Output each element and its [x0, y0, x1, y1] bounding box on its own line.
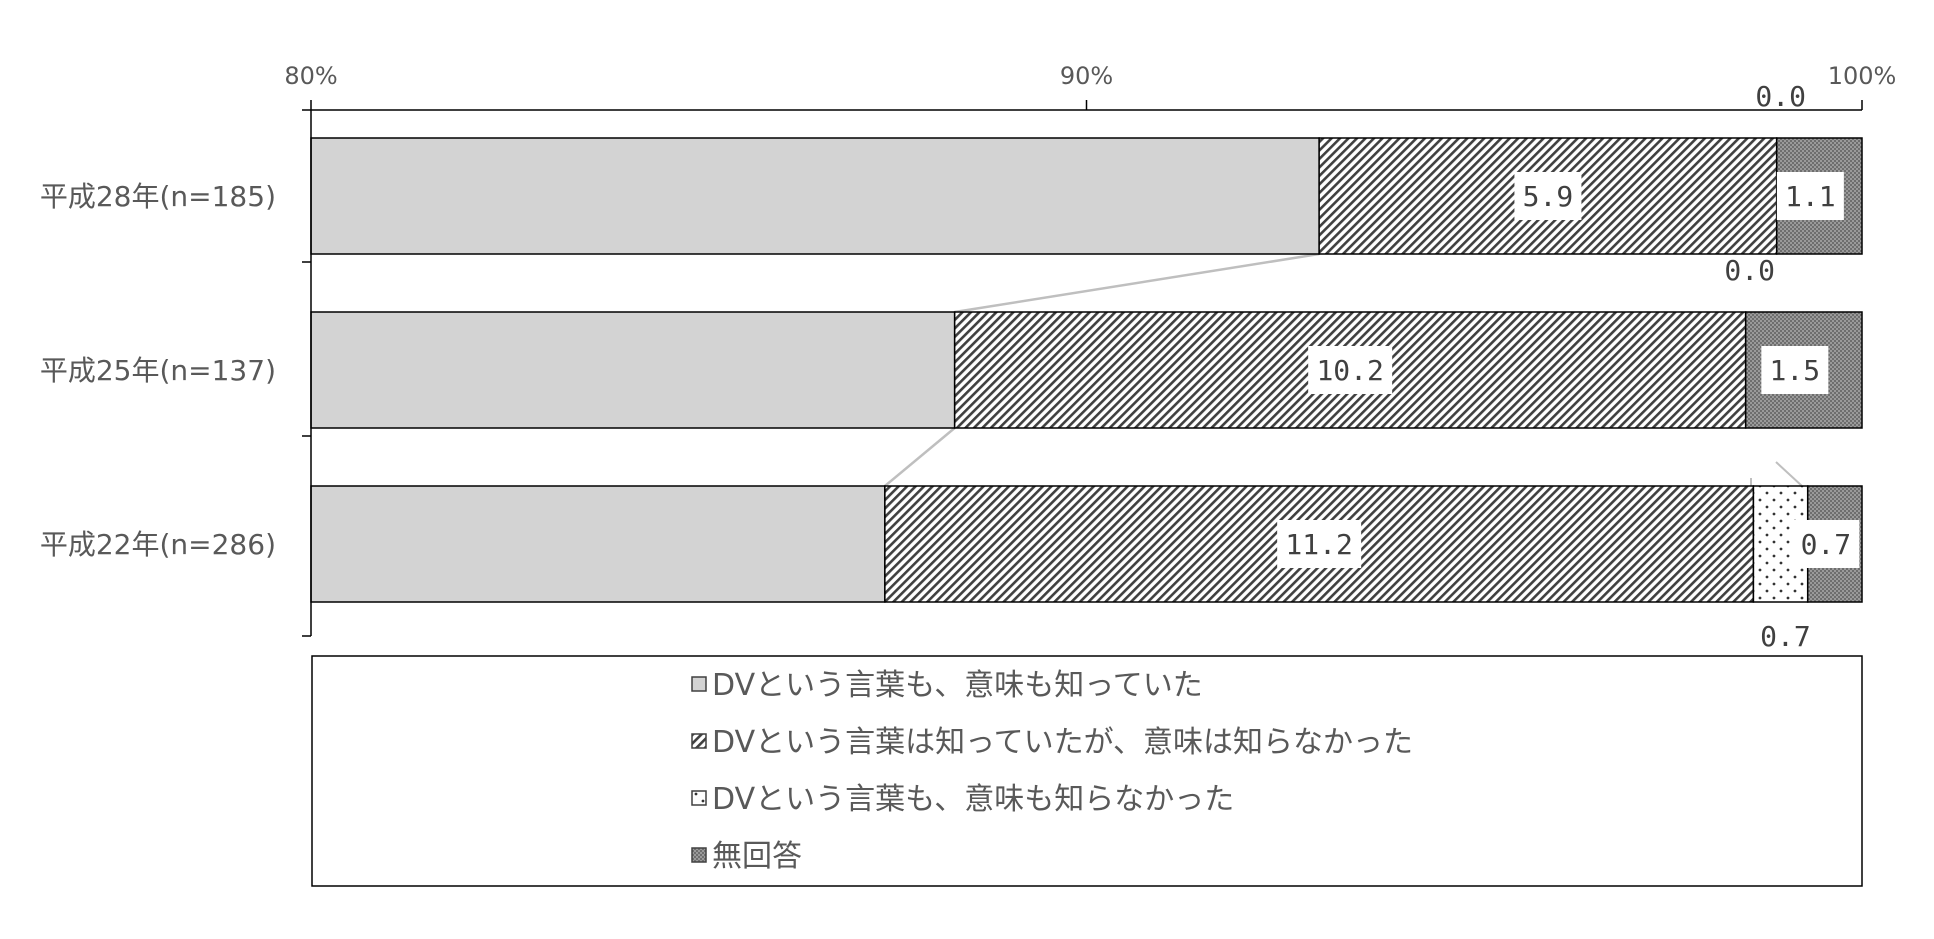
- data-label-box: [1776, 172, 1844, 220]
- legend-box: [311, 655, 1863, 887]
- data-label: 0.0: [1724, 254, 1775, 287]
- bar-segment: [310, 485, 886, 603]
- data-label: 0.0: [1755, 80, 1806, 113]
- data-label: 0.7: [1801, 528, 1852, 561]
- data-label: 0.7: [1760, 620, 1811, 653]
- data-label-box: [1308, 346, 1393, 394]
- legend: DVという言葉も、意味も知っていた DVという言葉は知っていたが、意味は知らなかっ…: [311, 655, 1863, 887]
- data-label: 5.9: [1523, 180, 1574, 213]
- axes: 80% 90% 100% 平成28年(n=185) 平成25年(n=137) 平成22年(…: [40, 62, 1897, 637]
- category-label: 平成22年(n=286): [40, 528, 276, 561]
- category-label: 平成25年(n=137): [40, 354, 276, 387]
- legend-label: 無回答: [712, 839, 802, 874]
- data-label: 11.2: [1285, 528, 1352, 561]
- data-label-box: [1761, 346, 1829, 394]
- x-tick-label: 90%: [1060, 62, 1113, 90]
- legend-label: DVという言葉も、意味も知っていた: [712, 668, 1203, 703]
- bar-segment: [310, 311, 956, 429]
- legend-swatch: [691, 847, 707, 863]
- legend-label: DVという言葉は知っていたが、意味は知らなかった: [712, 725, 1413, 760]
- data-label-box: [1792, 520, 1860, 568]
- category-label: 平成28年(n=185): [40, 180, 276, 213]
- data-label: 1.5: [1770, 354, 1821, 387]
- series-lines: [884, 252, 1803, 487]
- legend-swatch: [691, 733, 707, 749]
- data-label: 10.2: [1316, 354, 1383, 387]
- data-label: 1.1: [1785, 180, 1836, 213]
- legend-swatch: [691, 790, 707, 806]
- data-labels: 93.05.90.01.188.310.20.01.587.411.20.70.…: [1277, 80, 1860, 653]
- data-label-box: [1277, 520, 1362, 568]
- series-line: [954, 252, 1320, 314]
- bar-segment: [310, 137, 1320, 255]
- series-line: [884, 427, 956, 487]
- legend-swatch: [691, 676, 707, 692]
- data-label-box: [1514, 172, 1582, 220]
- bars: [310, 137, 1863, 603]
- x-tick-label: 100%: [1828, 62, 1897, 90]
- legend-label: DVという言葉も、意味も知らなかった: [712, 782, 1234, 817]
- x-tick-label: 80%: [284, 62, 337, 90]
- leader-line: [1775, 461, 1803, 487]
